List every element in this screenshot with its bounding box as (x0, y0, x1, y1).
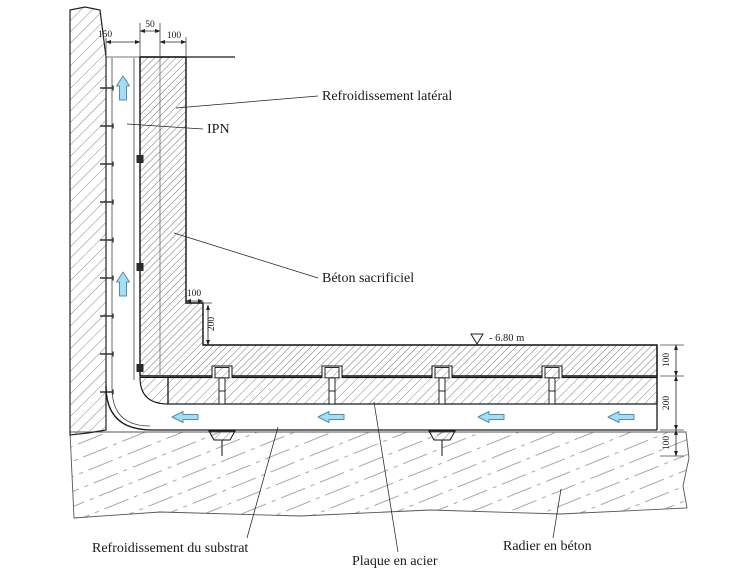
lateral-cooling-channel (105, 56, 153, 431)
label-lateral-cooling: Refroidissement latéral (322, 89, 452, 104)
label-steel-plate: Plaque en acier (352, 554, 438, 569)
substrate-cooling-channel (152, 345, 658, 457)
arrow-left-icon (317, 411, 345, 423)
elbow-outer-arc (105, 385, 153, 431)
dim-step-200: 200 (207, 317, 217, 332)
dim-top-150: 150 (98, 30, 113, 40)
sacrificial-concrete (136, 56, 658, 377)
elevation-value: - 6.80 m (489, 333, 524, 344)
dim-right-100-top: 100 (662, 353, 672, 368)
label-ipn: IPN (207, 122, 230, 137)
dim-step-100: 100 (187, 289, 202, 299)
concrete-raft (69, 431, 690, 519)
wall-body (69, 6, 107, 436)
column-fixing-bolts (136, 155, 144, 372)
dim-right-200: 200 (662, 396, 672, 411)
elevation-marker: - 6.80 m (470, 333, 524, 345)
arrow-up-icon (116, 271, 130, 297)
dim-right-100-bottom: 100 (662, 436, 672, 451)
dim-top-100: 100 (167, 31, 182, 41)
label-concrete-raft: Radier en béton (503, 539, 592, 554)
leader-ipn (126, 123, 204, 130)
elevation-triangle-icon (470, 333, 484, 345)
arrow-left-icon (607, 411, 635, 423)
elbow-middle-arc (111, 387, 151, 427)
concrete-l-body (139, 56, 658, 377)
dimensions: 150 50 100 100 200 100 200 100 (98, 20, 684, 457)
leader-concrete-raft (552, 488, 562, 539)
leader-steel-plate (373, 401, 399, 553)
label-substrate-cooling: Refroidissement du substrat (92, 541, 248, 556)
raft-body (69, 431, 690, 519)
arrow-left-icon (477, 411, 505, 423)
dim-top-50: 50 (145, 20, 155, 30)
left-wall (69, 6, 114, 436)
annotations: Refroidissement latéral IPN Béton sacrif… (92, 89, 592, 569)
plate-corner-piece (139, 376, 169, 405)
arrow-up-icon (116, 75, 130, 101)
leader-lateral-cooling (175, 95, 319, 109)
arrow-left-icon (171, 411, 199, 423)
label-sacrificial-concrete: Béton sacrificiel (322, 271, 414, 286)
leader-substrate-cooling (246, 426, 279, 539)
leader-sacrificial-concrete (173, 232, 319, 279)
steel-plate-layer (139, 365, 658, 405)
plate-band (167, 376, 658, 405)
